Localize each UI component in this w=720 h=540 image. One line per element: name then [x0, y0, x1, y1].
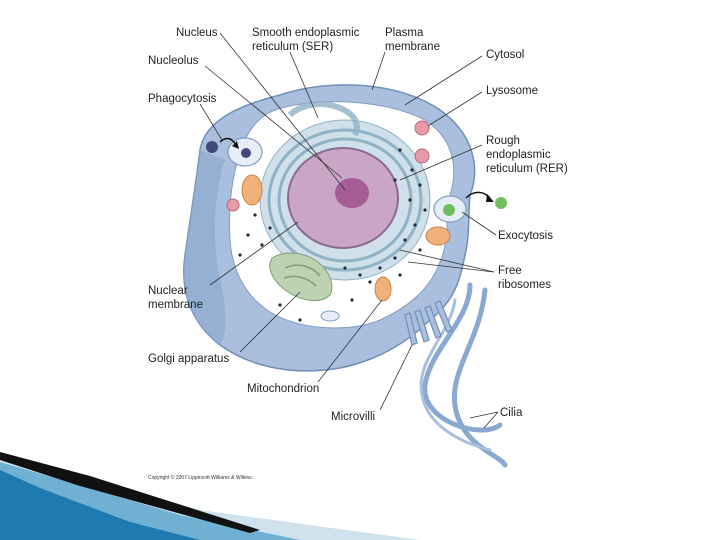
- label-nucleolus: Nucleolus: [148, 55, 199, 67]
- leader-exocytosis: [461, 211, 497, 236]
- label-exocytosis: Exocytosis: [498, 230, 553, 242]
- label-nuclear-line1: Nuclear: [148, 285, 188, 297]
- leader-free-ribo-2: [407, 261, 495, 273]
- label-mitochondrion: Mitochondrion: [247, 383, 319, 395]
- lysosome-1: [414, 120, 430, 136]
- phago-particle-inside: [241, 148, 251, 158]
- cilium-1: [422, 282, 503, 433]
- label-phagocytosis: Phagocytosis: [148, 93, 217, 105]
- label-microvilli: Microvilli: [331, 411, 375, 423]
- labels: Nucleus Smooth endoplasmic reticulum (SE…: [148, 27, 568, 423]
- mitochondrion-1: [241, 174, 263, 206]
- lysosome-2: [414, 148, 430, 164]
- leader-nuclear-membrane: [209, 221, 299, 286]
- leader-rer: [399, 144, 483, 181]
- label-plasma-line2: membrane: [385, 41, 440, 53]
- exo-particle-inside: [443, 204, 455, 216]
- free-ribosomes: [238, 148, 427, 322]
- label-ser-line2: reticulum (SER): [252, 41, 333, 53]
- leader-cilia-2: [469, 411, 499, 419]
- label-ser-line1: Smooth endoplasmic: [252, 27, 360, 39]
- leader-ser: [289, 51, 319, 119]
- decorative-swoosh: [0, 452, 420, 540]
- leader-microvilli: [379, 344, 413, 411]
- label-nuclear-line2: membrane: [148, 299, 203, 311]
- label-cilia: Cilia: [500, 407, 523, 419]
- leader-nucleolus: [204, 65, 343, 179]
- small-vesicle: [320, 310, 340, 322]
- leader-lines: [199, 32, 499, 429]
- cell-rim-left: [183, 150, 226, 345]
- label-cytosol: Cytosol: [486, 49, 524, 61]
- leader-cilia-1: [483, 411, 499, 429]
- cilium-3: [419, 298, 492, 452]
- leader-golgi: [239, 291, 301, 353]
- label-nucleus: Nucleus: [176, 27, 218, 39]
- label-plasma-line1: Plasma: [385, 27, 424, 39]
- phagocytosis-arrowhead: [232, 141, 239, 149]
- ser-tubules: [287, 101, 360, 137]
- swoosh-black: [0, 452, 260, 533]
- rer-fold-1: [267, 128, 423, 272]
- golgi-apparatus: [269, 252, 333, 302]
- label-free-ribo-line2: ribosomes: [498, 279, 551, 291]
- microvilli: [404, 300, 453, 346]
- cell: [183, 84, 508, 468]
- label-rer-line1: Rough: [486, 135, 520, 147]
- label-free-ribo-line1: Free: [498, 265, 522, 277]
- mitochondrion-2: [425, 226, 451, 246]
- leader-cytosol: [404, 55, 483, 106]
- leader-phagocytosis: [199, 103, 223, 141]
- leader-plasma: [371, 51, 386, 91]
- lysosome-3: [226, 198, 240, 212]
- phago-particle-outside: [206, 141, 218, 153]
- label-rer-line2: endoplasmic: [486, 149, 551, 161]
- leader-lysosome: [427, 91, 483, 127]
- copyright-notice: Copyright © 2007 Lippincott Williams & W…: [148, 474, 253, 481]
- leader-free-ribo-1: [399, 249, 495, 273]
- swoosh-dark: [0, 470, 200, 540]
- mitochondrion-3: [374, 276, 392, 302]
- nucleolus: [335, 178, 369, 208]
- cilium-2: [451, 287, 508, 468]
- label-golgi: Golgi apparatus: [148, 353, 229, 365]
- mitochondria: [241, 174, 451, 302]
- leader-mitochondrion: [317, 299, 383, 383]
- exocytosis-arrowhead: [486, 194, 494, 202]
- label-lysosome: Lysosome: [486, 85, 538, 97]
- label-rer-line3: reticulum (RER): [486, 163, 568, 175]
- exo-particle-outside: [495, 197, 507, 209]
